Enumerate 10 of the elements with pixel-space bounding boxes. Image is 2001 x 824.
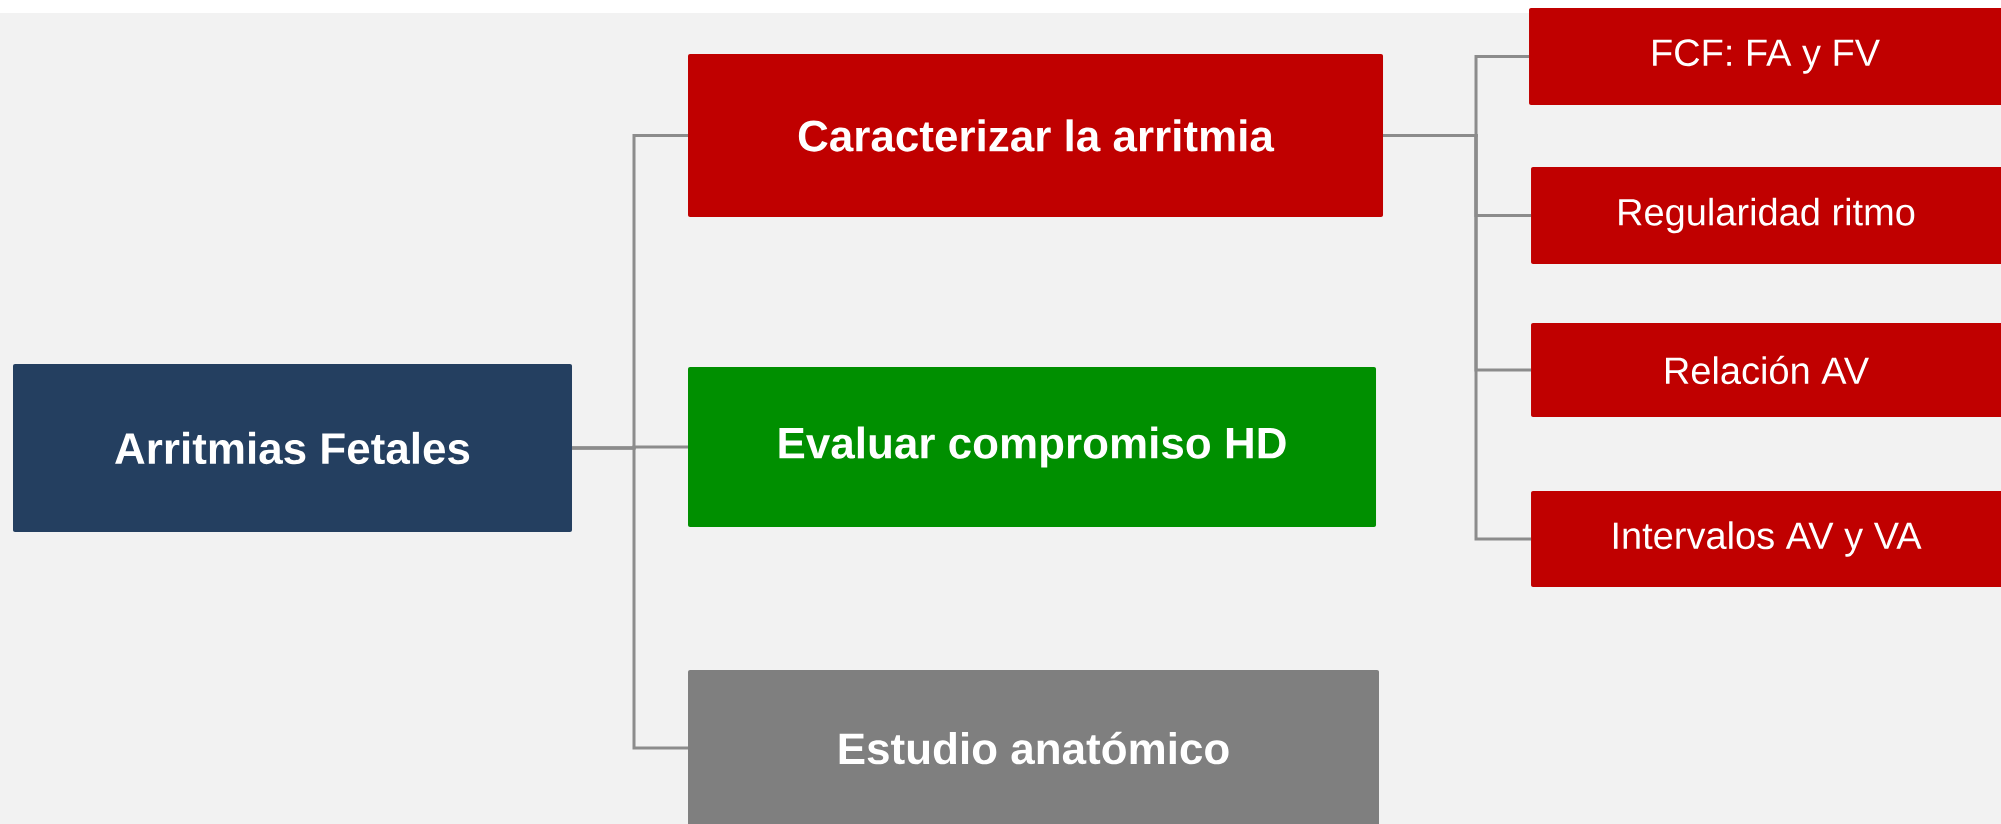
process-box: Estudio anatómico bbox=[688, 670, 1379, 824]
process-box: Caracterizar la arritmia bbox=[688, 54, 1383, 217]
process-box: Evaluar compromiso HD bbox=[688, 367, 1376, 527]
process-box: Intervalos AV y VA bbox=[1531, 491, 2001, 587]
process-box: Arritmias Fetales bbox=[13, 364, 572, 532]
process-box: Regularidad ritmo bbox=[1531, 167, 2001, 264]
connector bbox=[1383, 134, 1531, 541]
connector bbox=[572, 446, 688, 750]
process-box: Relación AV bbox=[1531, 323, 2001, 417]
process-box: FCF: FA y FV bbox=[1529, 8, 2001, 105]
